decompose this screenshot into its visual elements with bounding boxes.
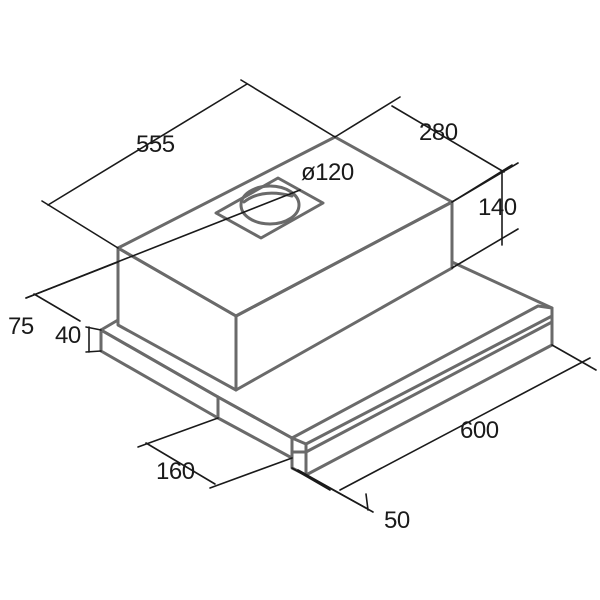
dim-280-ext-back — [334, 96, 401, 138]
dim-40-ext-bottom — [85, 350, 102, 353]
dim-75-ext — [25, 261, 119, 299]
dim-40-ext-top — [85, 326, 102, 331]
base-left-end — [99, 328, 220, 420]
dim-75-line — [33, 293, 81, 322]
label-600: 600 — [460, 417, 499, 444]
dim-600-line — [339, 357, 591, 491]
label-50: 50 — [384, 507, 410, 534]
label-75: 75 — [8, 313, 34, 340]
dim-280-line — [391, 105, 505, 173]
dim-555-line — [47, 83, 248, 206]
dim-50-tick — [365, 493, 369, 511]
dim-160-line — [145, 442, 216, 485]
dim-555-ext-right — [240, 79, 336, 138]
dim-140-ext-top — [451, 162, 519, 203]
box-left-face — [116, 246, 238, 392]
dim-555-ext-left — [41, 200, 119, 249]
base-front-face — [216, 395, 294, 460]
label-140: 140 — [478, 194, 517, 221]
dim-140-ext-bottom — [451, 228, 519, 269]
base-top-surface — [99, 260, 554, 399]
label-280: 280 — [419, 119, 458, 146]
duct-outlet-icon — [239, 184, 301, 226]
dimension-lines — [25, 79, 597, 513]
dim-600-ext-right — [551, 344, 597, 371]
duct-plate — [214, 176, 325, 240]
dim-50-line — [297, 469, 374, 513]
dim-160-ext-right — [209, 457, 293, 489]
dim-50-ext-a — [291, 467, 331, 491]
box-right-face — [234, 200, 454, 392]
label-160: 160 — [156, 458, 195, 485]
base-top-edge — [216, 395, 294, 440]
label-duct-120: ø120 — [301, 159, 354, 186]
dim-160-ext-left — [137, 417, 219, 448]
label-40: 40 — [55, 322, 81, 349]
label-555: 555 — [136, 131, 175, 158]
dimension-labels: 555 280 ø120 140 75 40 160 600 50 — [8, 119, 517, 534]
